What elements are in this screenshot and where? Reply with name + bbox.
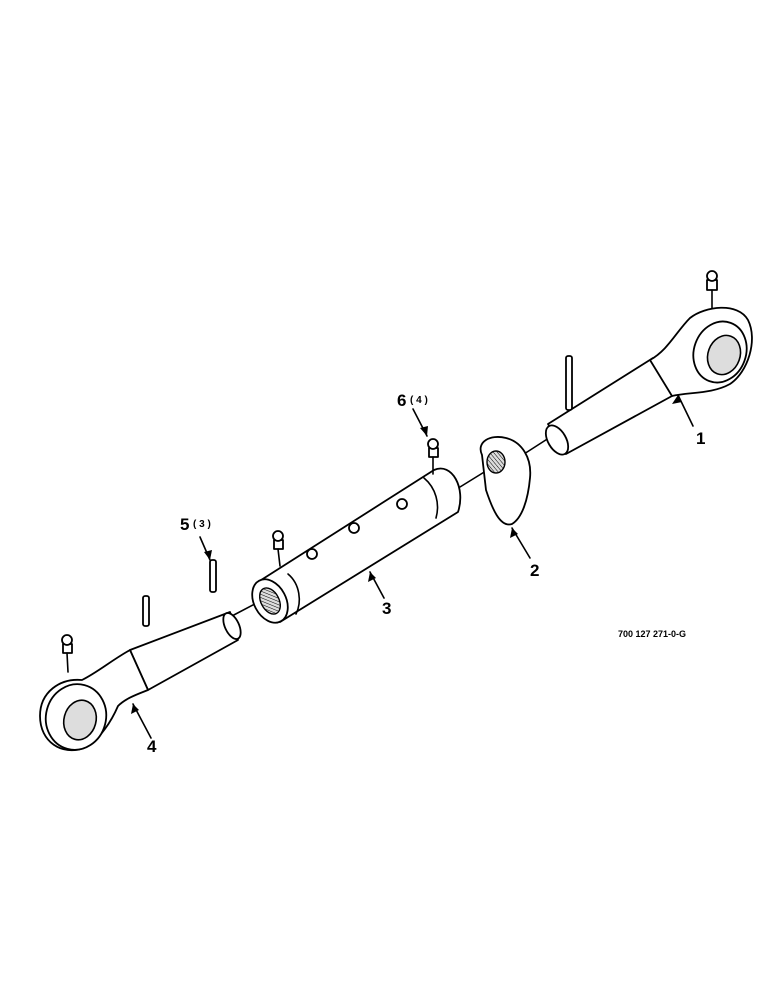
callout-1: 1: [696, 429, 705, 448]
callout-4: 4: [147, 737, 157, 756]
grease-fitting-icon: [427, 438, 439, 475]
jam-nut-part-2: [479, 436, 532, 526]
adjusting-tube-part-3: [251, 438, 462, 624]
grease-fitting-icon: [706, 270, 718, 309]
rod-end-part-4: [39, 611, 242, 752]
roll-pin-part-5: [209, 559, 217, 593]
grease-fitting-icon: [61, 634, 73, 673]
roll-pin-upper: [565, 355, 573, 411]
grease-fitting-icon: [272, 530, 284, 567]
leader-lines: [131, 394, 694, 739]
callout-6-quantity: ( 4 ): [410, 395, 428, 406]
callout-6: 6: [397, 391, 406, 410]
drawing-reference-number: 700 127 271-0-G: [618, 629, 686, 639]
roll-pin-lower-left: [142, 595, 150, 627]
callout-3: 3: [382, 599, 391, 618]
callout-5-quantity: ( 3 ): [193, 519, 211, 530]
rod-end-part-1: [544, 270, 753, 456]
callout-5: 5: [180, 515, 189, 534]
callout-2: 2: [530, 561, 539, 580]
